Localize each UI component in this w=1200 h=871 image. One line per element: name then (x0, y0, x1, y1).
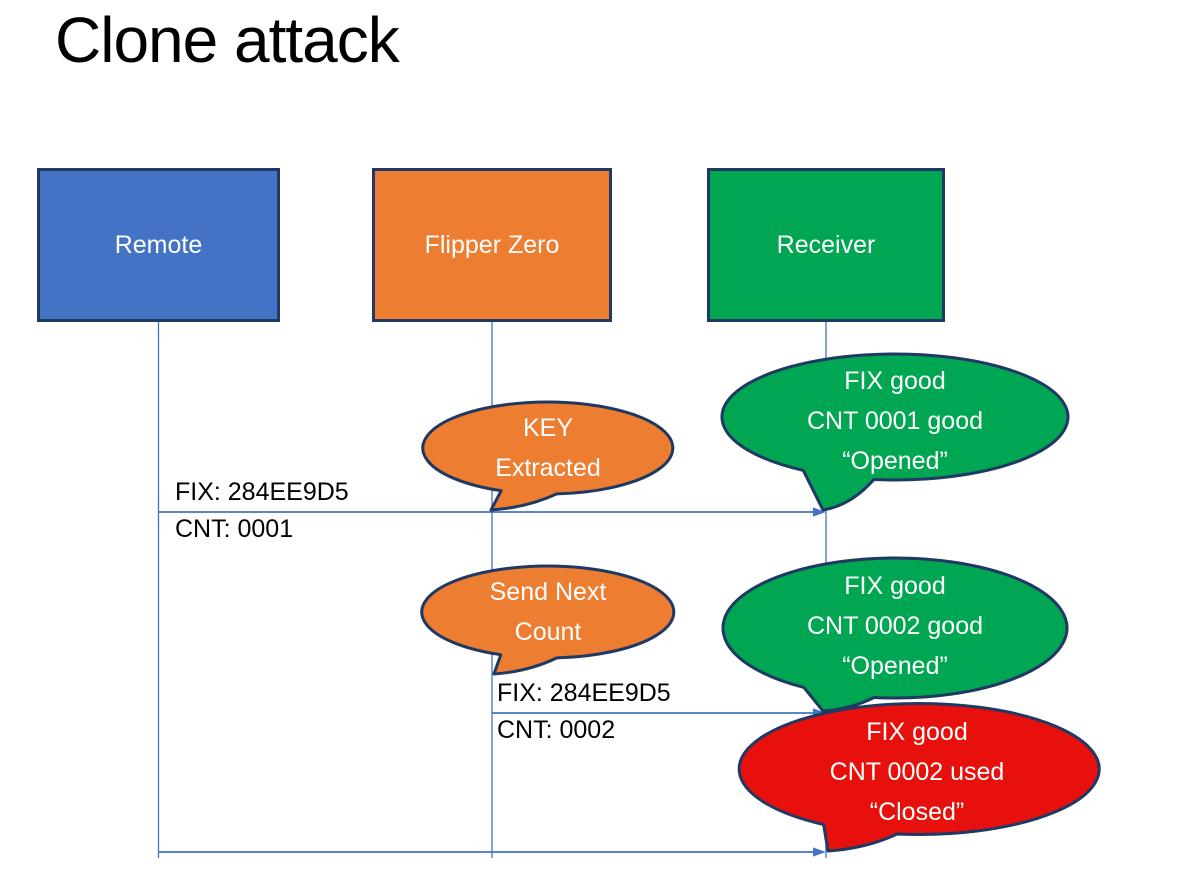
callout-bubble-opened-1 (720, 352, 1070, 512)
arrowhead-icon-1 (813, 507, 826, 517)
callout-line: Extracted (495, 454, 601, 482)
page-title: Clone attack (55, 4, 400, 76)
callout-line: “Closed” (869, 798, 965, 826)
callout-text-key-extracted: KEY Extracted (423, 408, 673, 488)
message1-cnt-label: CNT: 0001 (175, 515, 294, 543)
callout-line: CNT 0002 good (806, 612, 984, 640)
callout-text-opened-1: FIX good CNT 0001 good “Opened” (722, 361, 1068, 481)
message2-fix-label: FIX: 284EE9D5 (497, 679, 671, 707)
callout-line: “Opened” (842, 652, 948, 680)
callout-line: CNT 0002 used (829, 758, 1005, 786)
callout-bubble-send-next-count (420, 564, 676, 676)
callout-bubble-closed (737, 701, 1101, 853)
callout-line: FIX good (866, 718, 968, 746)
actor-label-flipper-zero: Flipper Zero (424, 230, 560, 259)
actor-box-flipper-zero: Flipper Zero (372, 168, 612, 322)
callout-line: FIX good (844, 572, 946, 600)
arrowhead-icon-3 (813, 847, 826, 857)
callout-line: CNT 0001 good (806, 407, 984, 435)
actor-box-remote: Remote (37, 168, 280, 322)
message1-fix-label: FIX: 284EE9D5 (175, 478, 349, 506)
callout-line: Send Next (489, 578, 607, 606)
callout-text-closed: FIX good CNT 0002 used “Closed” (739, 712, 1095, 832)
callout-line: FIX good (844, 367, 946, 395)
message2-cnt-label: CNT: 0002 (497, 716, 616, 744)
actor-label-remote: Remote (114, 230, 203, 259)
callout-line: KEY (522, 414, 574, 442)
callout-text-send-next-count: Send Next Count (422, 572, 674, 652)
callout-line: Count (514, 618, 582, 646)
callout-bubble-opened-2 (721, 556, 1069, 713)
callout-bubble-key-extracted (421, 400, 675, 512)
callout-line: “Opened” (842, 447, 948, 475)
actor-label-receiver: Receiver (776, 230, 876, 259)
callout-text-opened-2: FIX good CNT 0002 good “Opened” (723, 566, 1067, 686)
actor-box-receiver: Receiver (707, 168, 945, 322)
